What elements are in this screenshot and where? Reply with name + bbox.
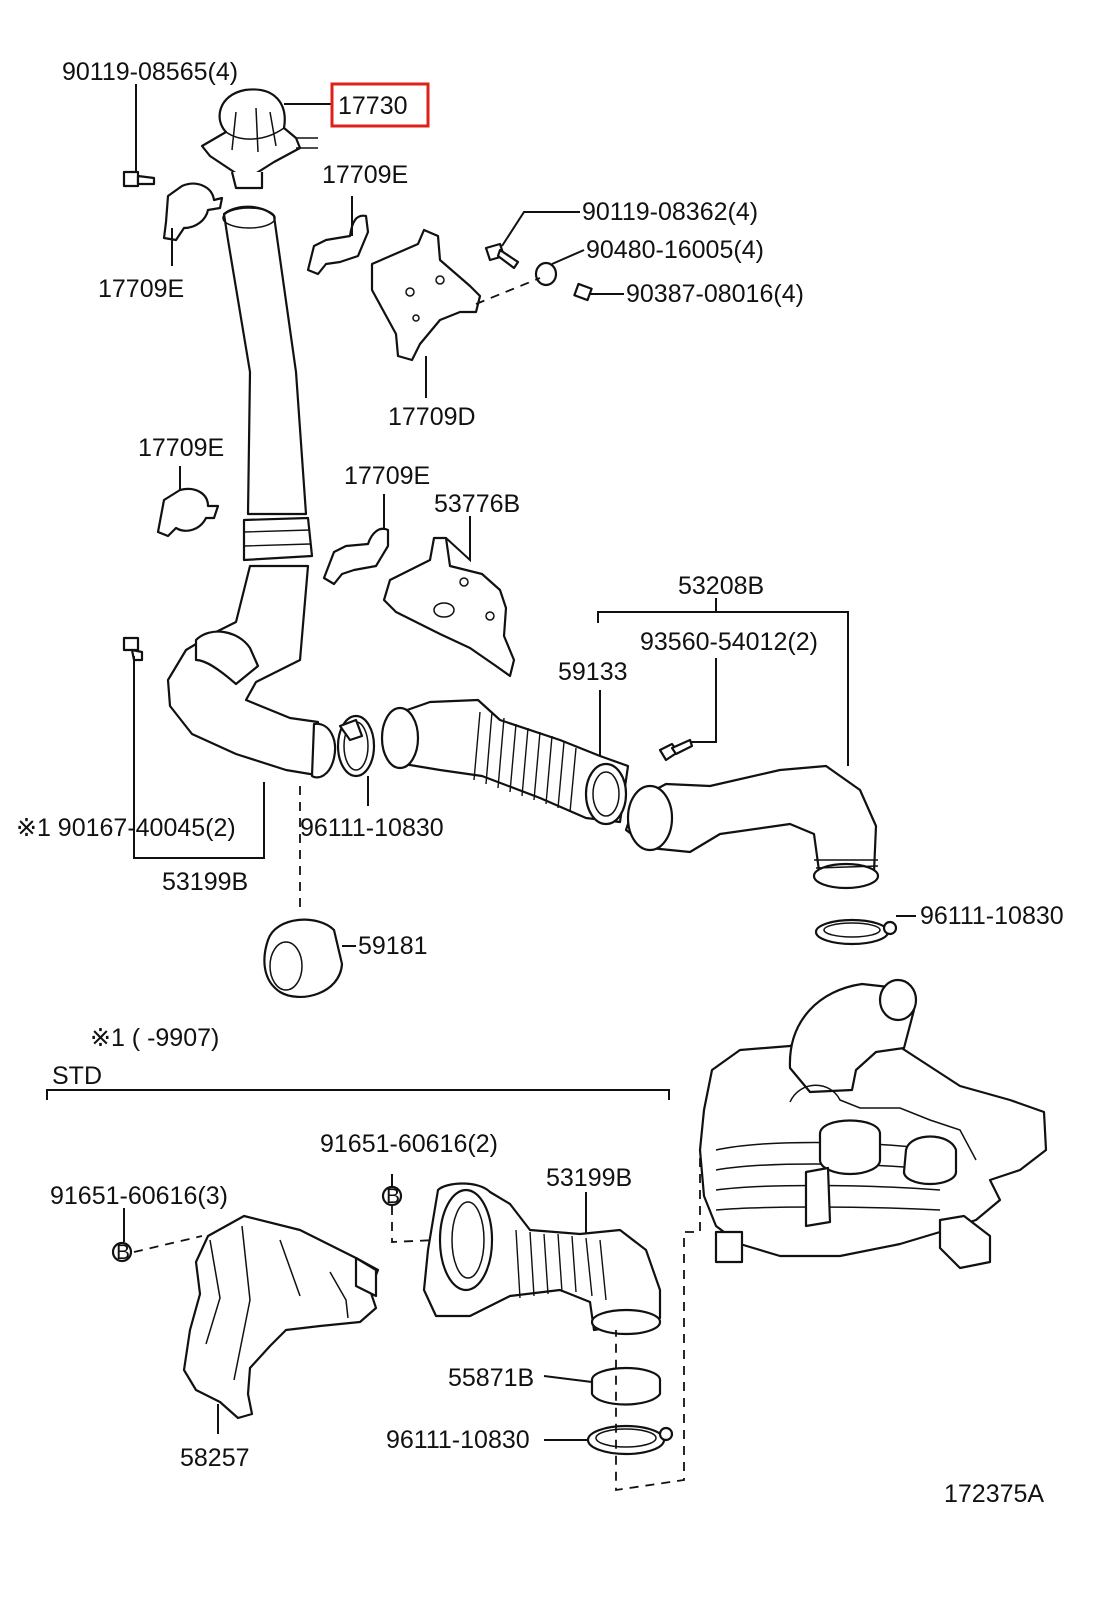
label-59181: 59181 (358, 932, 428, 960)
label-91651-60616-3: 91651-60616(3) (50, 1182, 228, 1210)
bellows-hose-59133 (380, 698, 630, 826)
label-90119-08362: 90119-08362(4) (582, 198, 758, 226)
washer-90480-16005 (534, 261, 558, 287)
bolt-90119-08362 (484, 242, 520, 270)
hose-53208B (624, 764, 880, 890)
nut-90387-08016 (573, 282, 593, 302)
label-17709D: 17709D (388, 403, 476, 431)
bolt-marker-right-label: B (386, 1185, 400, 1208)
label-96111-10830-mid: 96111-10830 (300, 814, 444, 842)
air-duct-58257 (182, 1214, 380, 1420)
label-17709E-mid-left: 17709E (138, 434, 224, 462)
label-17709E-mid: 17709E (344, 462, 430, 490)
label-59133: 59133 (558, 658, 628, 686)
label-96111-10830-right: 96111-10830 (920, 902, 1064, 930)
cap-59181 (263, 918, 344, 999)
label-90167-40045: ※1 90167-40045(2) (16, 814, 236, 842)
elbow-hose-53199B (166, 564, 337, 779)
bolt-90119-08565 (122, 170, 156, 188)
label-58257: 58257 (180, 1444, 250, 1472)
label-17730: 17730 (338, 92, 408, 120)
bolt-marker-right: B (381, 1185, 403, 1208)
highlight-box-17730 (330, 82, 430, 128)
label-93560-54012: 93560-54012(2) (640, 628, 818, 656)
label-96111-10830-std: 96111-10830 (386, 1426, 530, 1454)
air-cleaner-assembly (698, 978, 1048, 1270)
label-std: STD (52, 1062, 102, 1090)
clamp-96111-10830-a (336, 714, 376, 778)
clamp-96111-10830-b (814, 918, 898, 946)
std-bracket-frame (46, 1089, 670, 1100)
bracket-17709D (370, 228, 482, 362)
clamp-96111-10830-c (586, 1424, 674, 1456)
part-labels: 90119-08565(4) 17730 17709E 17709E 90119… (16, 58, 1064, 1508)
clamp-17709E-top-left (162, 182, 224, 242)
ring-55871B (590, 1366, 662, 1406)
label-53199B-std: 53199B (546, 1164, 632, 1192)
label-90387-08016: 90387-08016(4) (626, 280, 804, 308)
clamp-17709E-mid-left (156, 487, 220, 538)
bolt-marker-left-label: B (116, 1241, 130, 1264)
label-90480-16005: 90480-16005(4) (586, 236, 764, 264)
bracket-53776B (382, 536, 516, 678)
figure-number: 172375A (944, 1480, 1044, 1508)
label-17709E-top-left: 17709E (98, 275, 184, 303)
label-90119-08565: 90119-08565(4) (62, 58, 238, 86)
clamp-17709E-top-right (306, 214, 370, 276)
clip-93560-54012 (658, 738, 694, 762)
bolt-marker-left: B (111, 1241, 133, 1264)
intake-hose-upper (222, 205, 314, 562)
note-1: ※1 ( -9907) (90, 1024, 219, 1052)
label-55871B: 55871B (448, 1364, 534, 1392)
clamp-17709E-mid (322, 527, 390, 586)
label-53776B: 53776B (434, 490, 520, 518)
label-91651-60616-2: 91651-60616(2) (320, 1130, 498, 1158)
bellows-elbow-53199B-std (422, 1182, 662, 1336)
leader-lines (123, 84, 916, 1492)
label-53208B: 53208B (678, 572, 764, 600)
label-17709E-top-right: 17709E (322, 161, 408, 189)
resonator-17730 (200, 88, 318, 190)
label-53199B-top: 53199B (162, 868, 248, 896)
